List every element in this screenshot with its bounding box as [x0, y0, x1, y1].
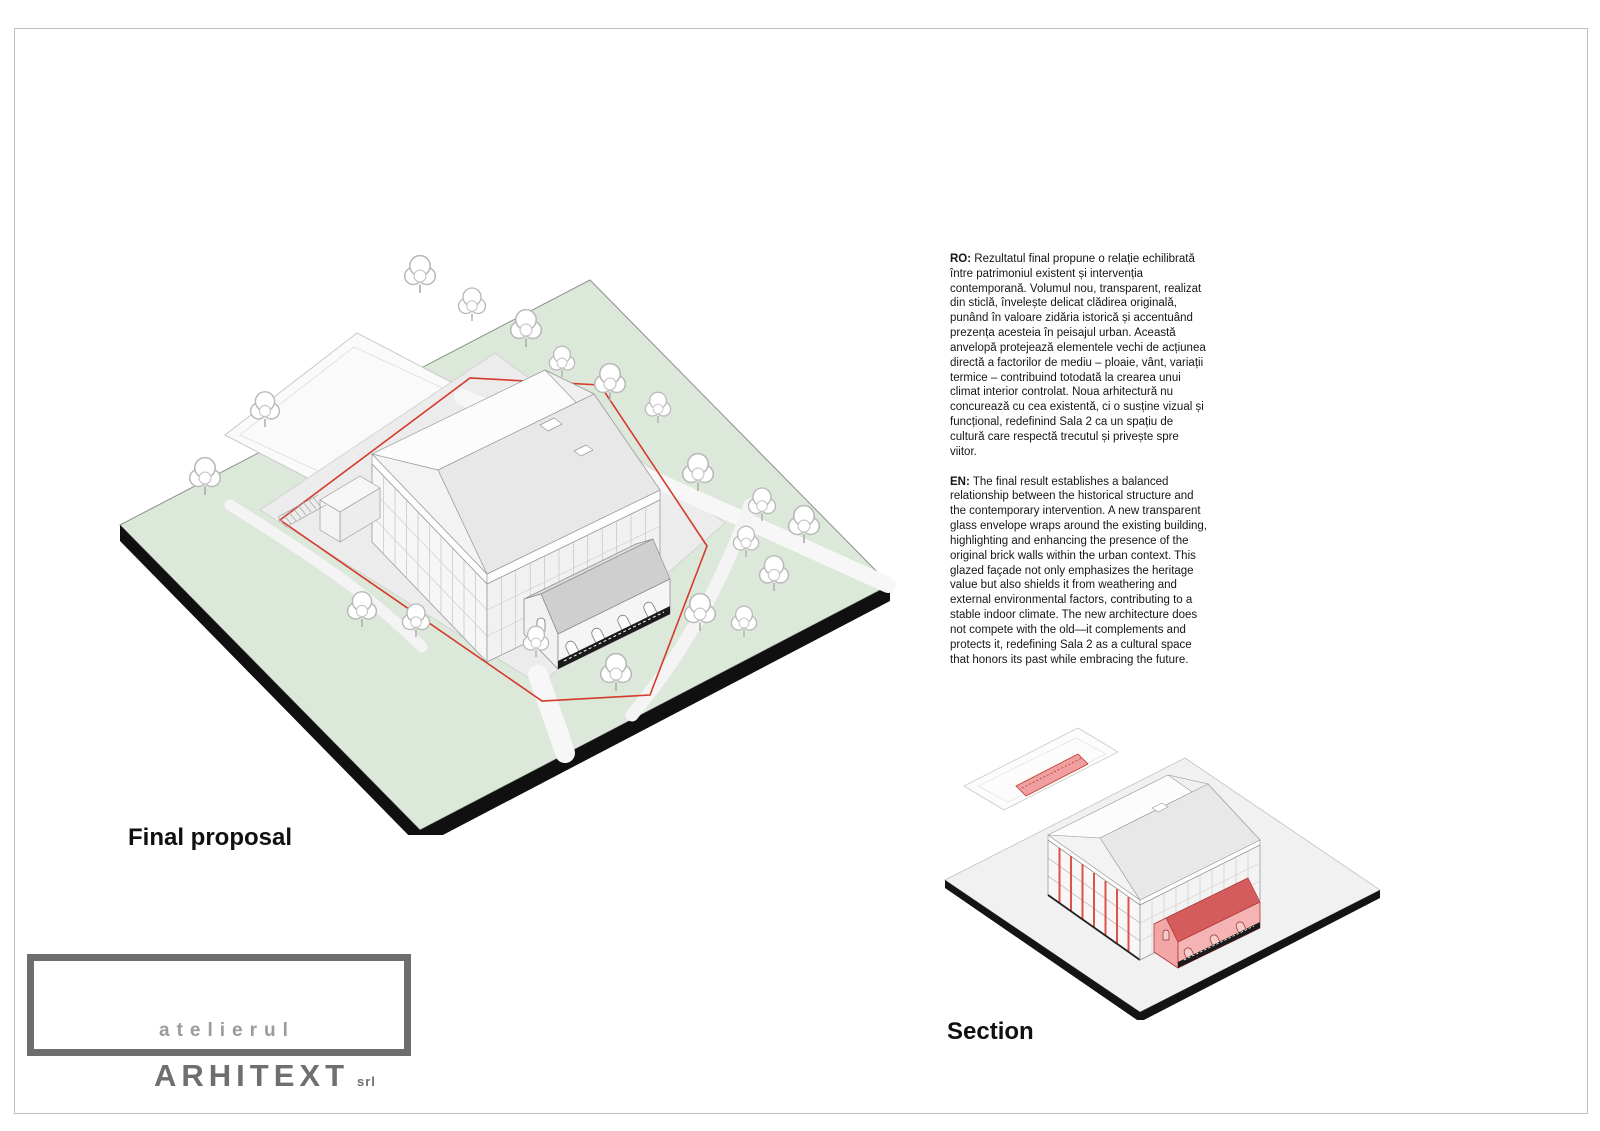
section-cut-face: [1047, 839, 1141, 961]
logo-name: ARHITEXT: [154, 1058, 349, 1093]
rooftop-vent: [539, 417, 563, 432]
final-proposal-caption: Final proposal: [128, 824, 293, 851]
site-plinth: [120, 525, 890, 835]
en-text: The final result establishes a balanced …: [950, 475, 1207, 666]
logo-studio-text: atelierul: [155, 1020, 299, 1042]
annex-arched-facade: [557, 578, 671, 670]
ro-label: RO:: [950, 253, 972, 265]
hipped-roof: [371, 369, 661, 575]
background-structure: [963, 727, 1119, 811]
proposed-building: [277, 369, 671, 670]
red-cut-columns: [1058, 848, 1130, 952]
en-label: EN:: [950, 475, 970, 488]
section-axonometric-drawing: [944, 727, 1381, 1020]
logo-suffix: srl: [357, 1074, 376, 1089]
red-stair-highlight: [1015, 753, 1089, 797]
glass-facade-sw: [371, 463, 488, 663]
ro-paragraph: RO: Rezultatul final propune o relație e…: [950, 252, 1208, 460]
ro-text: Rezultatul final propune o relație echil…: [950, 253, 1206, 458]
red-annex-sign-band: [1178, 922, 1260, 968]
annex-sign-microtext: [563, 611, 665, 662]
en-paragraph: EN: The final result establishes a balan…: [950, 475, 1208, 668]
annex-sign-band: [558, 606, 670, 669]
sectioned-building: [1047, 774, 1261, 969]
historic-annex: [523, 538, 671, 670]
red-annex-sign-microtext: [1183, 925, 1255, 961]
path-west: [224, 499, 428, 653]
description-text-block: RO: Rezultatul final propune o relație e…: [950, 252, 1208, 682]
section-caption: Section: [947, 1018, 1034, 1045]
section-roof: [1047, 774, 1261, 901]
red-historic-annex: [1153, 877, 1261, 969]
logo-name-text: ARHITEXT srl: [148, 1058, 382, 1094]
path-south: [528, 665, 575, 763]
intervention-boundary-red-outline: [278, 377, 708, 702]
final-proposal-axonometric-drawing: [119, 255, 896, 835]
rooftop-vent-2: [573, 444, 594, 457]
west-annex-and-stair: [277, 475, 381, 543]
